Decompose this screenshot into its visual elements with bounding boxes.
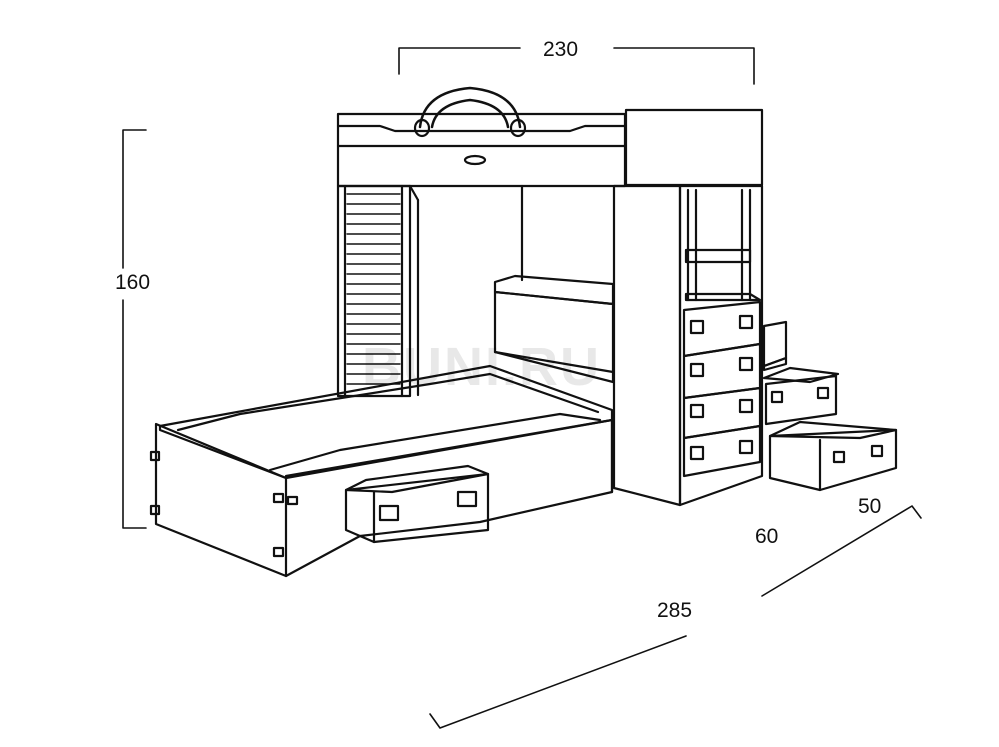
- upper-bunk-rail: [336, 124, 627, 133]
- upper-bunk-end-panel: [336, 112, 627, 188]
- height-dimension-line-bottom: [122, 299, 147, 529]
- upper-bunk-side-box: [624, 108, 764, 187]
- under-bed-drawer: [344, 464, 490, 544]
- storage-column: [612, 184, 764, 507]
- headboard-upper: [493, 274, 615, 306]
- length-dimension-line: [429, 635, 687, 729]
- length-dimension-label: 285: [657, 599, 693, 622]
- louvered-post: [336, 184, 420, 398]
- upper-bunk: [336, 86, 764, 188]
- stair-steps: [762, 320, 898, 492]
- column-drawers: [682, 300, 762, 478]
- name-plate: [463, 154, 487, 166]
- open-shelf: [684, 248, 752, 264]
- dimension-lines: [122, 47, 922, 729]
- bed-end-panel: [154, 422, 288, 578]
- steps-depth-dimension-label: 50: [858, 495, 882, 518]
- depth-dimension-line: [761, 505, 922, 597]
- watermark: BUNI.RU: [362, 337, 601, 397]
- width-dimension-label: 230: [543, 38, 579, 61]
- lower-bed: [149, 364, 614, 578]
- bed-depth-dimension-label: 60: [755, 525, 779, 548]
- height-dimension-line-top: [122, 129, 147, 269]
- carry-handle: [418, 86, 522, 129]
- height-dimension-label: 160: [115, 271, 151, 294]
- width-dimension-line-right: [613, 47, 755, 85]
- width-dimension-line-left: [398, 47, 521, 75]
